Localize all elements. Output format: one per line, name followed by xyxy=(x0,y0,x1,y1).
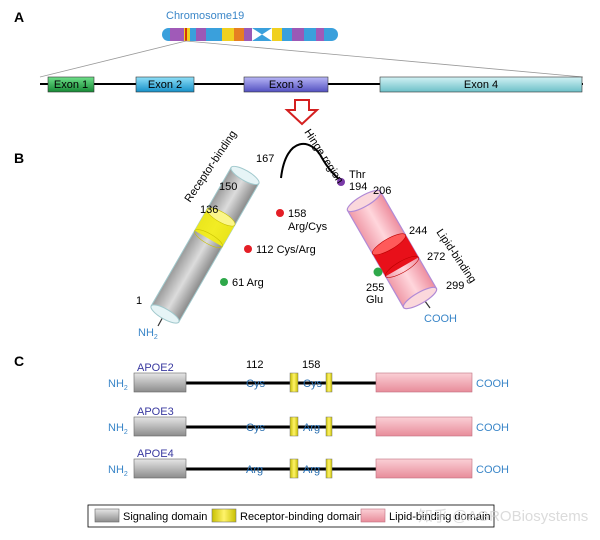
cterm-label-b: COOH xyxy=(424,313,457,325)
legend-swatch-lipid xyxy=(360,508,386,523)
exon-1-label: Exon 1 xyxy=(54,79,88,91)
isoform-apoe3: APOE3 NH2 Cys Arg COOH xyxy=(108,406,509,437)
legend-signaling: Signaling domain xyxy=(123,511,207,523)
lipid-domain-bar xyxy=(375,458,473,479)
residue-272-label: 272 xyxy=(427,251,445,263)
exon-3-label: Exon 3 xyxy=(269,79,303,91)
receptor-domain-bar xyxy=(325,372,333,393)
residue-61-dot xyxy=(220,278,228,286)
signaling-domain-bar xyxy=(133,458,187,479)
signaling-domain-bar xyxy=(133,372,187,393)
glu-label: Glu xyxy=(366,294,383,306)
exon-4: Exon 4 xyxy=(379,76,583,93)
cterm-label: COOH xyxy=(476,464,509,476)
legend-lipid: Lipid-binding domain xyxy=(389,511,491,523)
nterm-label: NH2 xyxy=(108,464,128,478)
residue-206-label: 206 xyxy=(373,185,391,197)
exon-1: Exon 1 xyxy=(47,76,95,93)
panel-b-label: B xyxy=(14,150,24,166)
residue-61-label: 61 Arg xyxy=(232,277,264,289)
exon-4-label: Exon 4 xyxy=(464,79,498,91)
lipid-domain-bar xyxy=(375,372,473,393)
residue-158-aa: Arg xyxy=(303,464,320,476)
residue-158-aa: Cys xyxy=(303,378,322,390)
receptor-domain-bar xyxy=(289,458,299,479)
residue-150-label: 150 xyxy=(219,181,237,193)
panel-a-label: A xyxy=(14,9,24,25)
residue-194-dot xyxy=(337,178,345,186)
residue-158-dot xyxy=(276,209,284,217)
residue-158-label: 158 xyxy=(288,208,306,220)
isoform-apoe4: APOE4 NH2 Arg Arg COOH xyxy=(108,448,509,479)
residue-112-aa: Arg xyxy=(246,464,263,476)
legend: Signaling domain Receptor-binding domain… xyxy=(87,504,495,528)
residue-112-label: 112 Cys/Arg xyxy=(256,244,316,256)
residue-255-dot xyxy=(373,267,383,277)
residue-167-label: 167 xyxy=(256,153,274,165)
cterm-label: COOH xyxy=(476,378,509,390)
residue-1-label: 1 xyxy=(136,295,142,307)
isoform-name: APOE2 xyxy=(137,362,174,374)
position-112-label: 112 xyxy=(246,359,264,371)
residue-158-aa: Arg/Cys xyxy=(288,221,328,233)
nterm-label: NH2 xyxy=(108,422,128,436)
panel-c-label: C xyxy=(14,353,24,369)
down-arrow-icon xyxy=(284,99,320,126)
residue-299-label: 299 xyxy=(446,280,464,292)
legend-receptor: Receptor-binding domain xyxy=(240,511,363,523)
receptor-domain-bar xyxy=(325,458,333,479)
residue-255-label: 255 xyxy=(366,282,384,294)
thr-label: Thr xyxy=(349,169,366,181)
receptor-binding-helix xyxy=(150,165,260,327)
chromosome-label: Chromosome19 xyxy=(166,10,244,22)
receptor-domain-bar xyxy=(289,372,299,393)
signaling-domain-bar xyxy=(133,416,187,437)
hinge-region xyxy=(280,143,344,184)
cterm-label: COOH xyxy=(476,422,509,434)
position-158-label: 158 xyxy=(302,359,320,371)
residue-112-aa: Cys xyxy=(246,378,265,390)
chromosome-19 xyxy=(162,28,338,41)
legend-swatch-receptor xyxy=(211,508,237,523)
nterm-label-b: NH2 xyxy=(138,327,158,341)
legend-swatch-signaling xyxy=(94,508,120,523)
residue-244-label: 244 xyxy=(409,225,427,237)
isoform-apoe2: APOE2 NH2 Cys Cys COOH xyxy=(108,362,509,393)
lipid-binding-helix xyxy=(346,189,438,310)
lipid-domain-bar xyxy=(375,416,473,437)
hinge-region-label: Hinge region xyxy=(301,127,345,186)
residue-112-dot xyxy=(244,245,252,253)
exon-2-label: Exon 2 xyxy=(148,79,182,91)
residue-158-aa: Arg xyxy=(303,422,320,434)
exon-3: Exon 3 xyxy=(243,76,329,93)
residue-136-label: 136 xyxy=(200,204,218,216)
nterm-label: NH2 xyxy=(108,378,128,392)
residue-112-aa: Cys xyxy=(246,422,265,434)
isoform-name: APOE4 xyxy=(137,448,174,460)
isoform-name: APOE3 xyxy=(137,406,174,418)
residue-194-label: 194 xyxy=(349,181,367,193)
watermark: 知乎 @AGROBiosystems xyxy=(418,508,588,525)
exon-2: Exon 2 xyxy=(135,76,195,93)
receptor-domain-bar xyxy=(325,416,333,437)
receptor-domain-bar xyxy=(289,416,299,437)
